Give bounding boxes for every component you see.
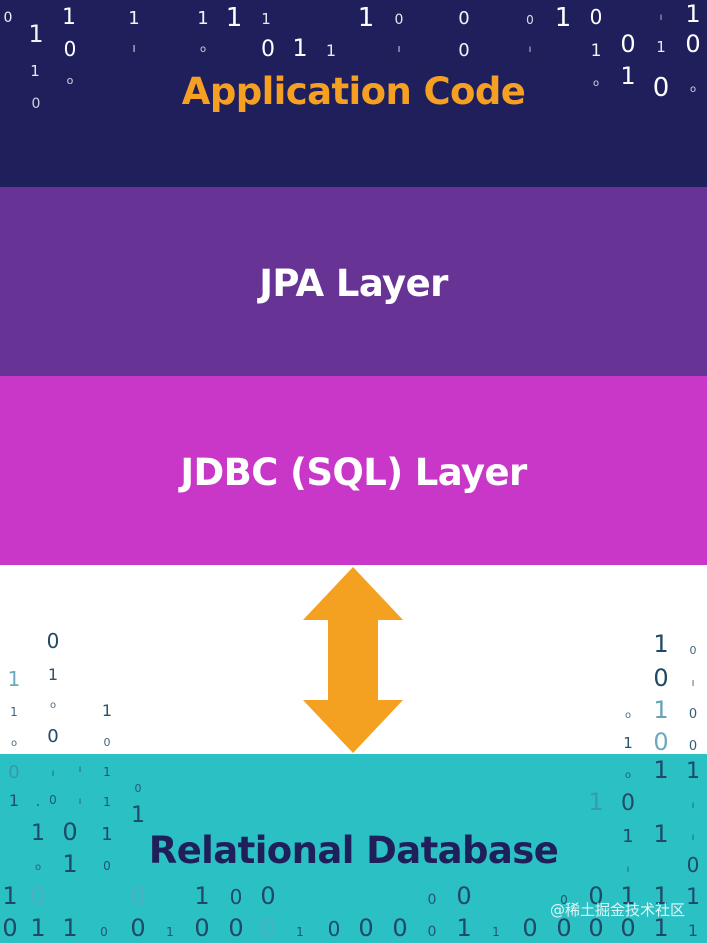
- jpa-layer: JPA Layer: [0, 187, 707, 376]
- relational-database-label: Relational Database: [148, 829, 559, 872]
- application-code-label: Application Code: [181, 69, 526, 113]
- jpa-layer-label: JPA Layer: [259, 262, 448, 305]
- relational-database-layer: Relational Database: [0, 754, 707, 943]
- application-code-layer: Application Code: [0, 0, 707, 187]
- watermark: @稀土掘金技术社区: [549, 901, 685, 919]
- arrow-shape: [303, 567, 403, 753]
- jdbc-sql-layer: JDBC (SQL) Layer: [0, 376, 707, 565]
- double-headed-arrow-icon: [303, 567, 403, 753]
- jdbc-sql-layer-label: JDBC (SQL) Layer: [180, 451, 527, 494]
